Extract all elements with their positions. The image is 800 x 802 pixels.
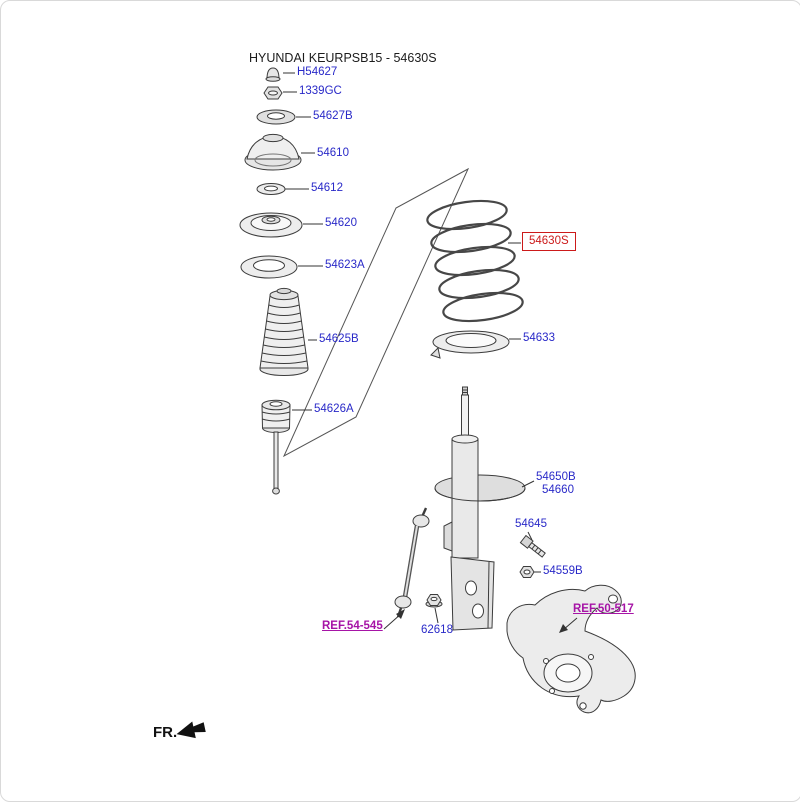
- part-stabilizer-link-drawing: [394, 507, 430, 618]
- part-label-54633[interactable]: 54633: [523, 332, 555, 344]
- ref-label-54-545[interactable]: REF.54-545: [322, 620, 383, 632]
- part-label-54660[interactable]: 54660: [542, 484, 574, 496]
- part-spring-seat-drawing: [239, 212, 303, 238]
- part-cap-drawing: [265, 67, 281, 82]
- reference-arrows: [383, 609, 578, 633]
- part-insulator-washer-drawing: [256, 109, 296, 125]
- part-bolt-drawing: [519, 534, 546, 558]
- part-label-54625b[interactable]: 54625B: [319, 333, 359, 345]
- part-nut-54559b-drawing: [519, 566, 535, 578]
- part-label-h54627[interactable]: H54627: [297, 66, 338, 78]
- highlighted-part-label[interactable]: 54630S: [522, 232, 576, 251]
- part-strut-mount-drawing: [244, 133, 302, 171]
- assembly-group-outline: [282, 167, 470, 458]
- part-label-54610[interactable]: 54610: [317, 147, 349, 159]
- part-dust-cover-drawing: [259, 287, 309, 376]
- part-spring-pad-upper-drawing: [240, 255, 298, 279]
- part-label-54626a[interactable]: 54626A: [314, 403, 354, 415]
- part-label-54623a[interactable]: 54623A: [325, 259, 365, 271]
- part-label-54645[interactable]: 54645: [515, 518, 547, 530]
- part-label-62618[interactable]: 62618: [421, 624, 453, 636]
- part-label-54650b[interactable]: 54650B: [536, 471, 576, 483]
- ref-label-50-517[interactable]: REF.50-517: [573, 603, 634, 615]
- part-spring-pad-lower-drawing: [430, 330, 510, 359]
- diagram-title: HYUNDAI KEURPSB15 - 54630S: [249, 51, 437, 65]
- part-coil-spring-drawing: [426, 199, 524, 323]
- part-label-54612[interactable]: 54612: [311, 182, 343, 194]
- part-label-54620[interactable]: 54620: [325, 217, 357, 229]
- part-knuckle-drawing: [506, 584, 636, 714]
- part-bearing-drawing: [256, 183, 286, 195]
- part-label-54627b[interactable]: 54627B: [313, 110, 353, 122]
- leader-lines: [283, 72, 541, 624]
- part-bump-stopper-drawing: [261, 399, 291, 495]
- part-nut-62618-drawing: [425, 594, 443, 608]
- part-label-54559b[interactable]: 54559B: [543, 565, 583, 577]
- fr-arrow-icon: [176, 721, 206, 739]
- part-nut-1339gc-drawing: [263, 86, 283, 100]
- fr-direction-label: FR.: [153, 724, 178, 741]
- part-strut-drawing: [434, 386, 526, 631]
- part-label-1339gc[interactable]: 1339GC: [299, 85, 342, 97]
